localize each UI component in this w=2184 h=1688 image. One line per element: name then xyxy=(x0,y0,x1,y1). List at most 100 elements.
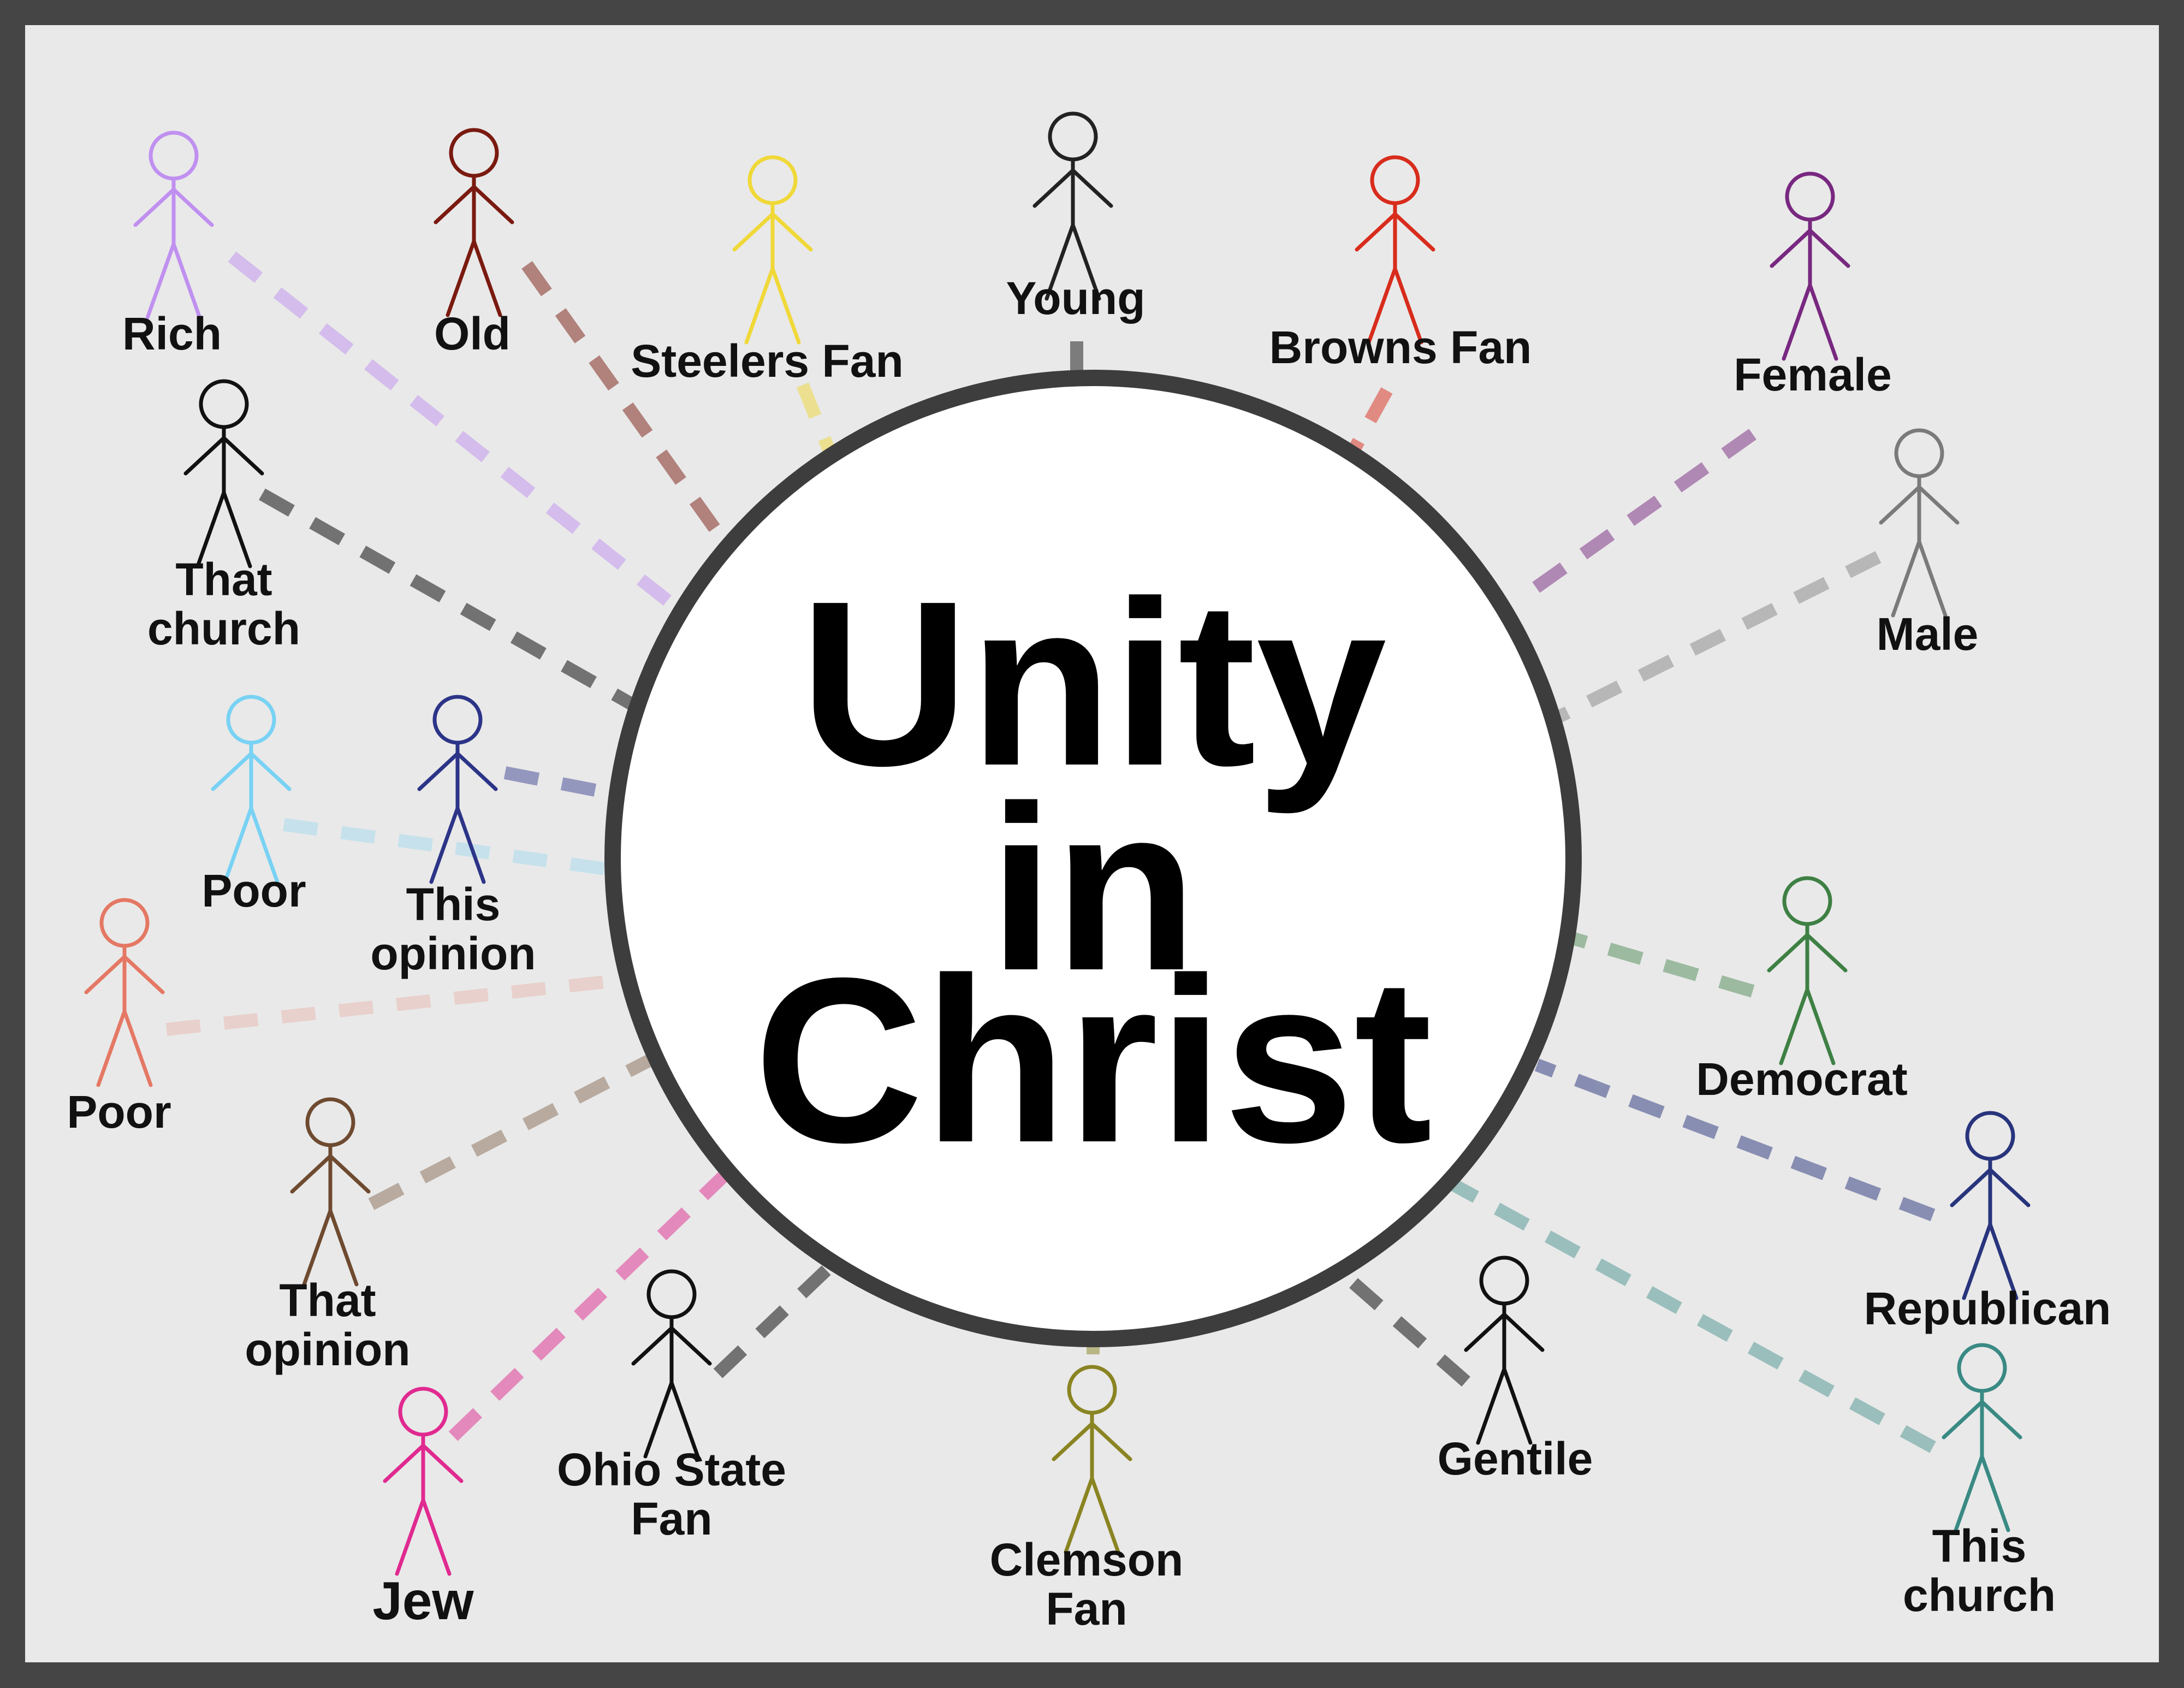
person-label-this-church: This xyxy=(1932,1520,2027,1572)
person-leg-right xyxy=(1980,1454,2010,1532)
person-this-church xyxy=(1942,1343,2022,1532)
person-leg-right xyxy=(1090,1476,1120,1554)
person-arm-right xyxy=(1980,1400,2022,1440)
person-label-that-opinion: That xyxy=(279,1275,376,1326)
person-arm-right xyxy=(328,1154,371,1194)
person-arm-left xyxy=(1052,1422,1094,1461)
person-leg-right xyxy=(770,266,801,345)
person-arm-left xyxy=(84,955,127,994)
person-clemson xyxy=(1052,1365,1132,1554)
person-label-browns: Browns Fan xyxy=(1269,322,1532,373)
person-arm-left xyxy=(211,751,253,791)
hub-line-in: in xyxy=(989,757,1197,1020)
person-young xyxy=(1032,111,1113,301)
person-label-female: Female xyxy=(1734,349,1892,400)
person-arm-right xyxy=(472,185,514,224)
person-that-opinion xyxy=(290,1097,371,1287)
person-browns xyxy=(1355,155,1435,345)
person-leg-left xyxy=(195,490,226,568)
person-arm-left xyxy=(417,751,460,791)
person-arm-right xyxy=(669,1326,712,1366)
person-label-steelers: Steelers Fan xyxy=(631,335,904,387)
person-label-republican: Republican xyxy=(1864,1283,2111,1334)
person-arm-right xyxy=(171,187,214,227)
person-leg-right xyxy=(1988,1222,2019,1300)
person-leg-right xyxy=(455,806,486,884)
person-label-democrat: Democrat xyxy=(1696,1053,1907,1105)
person-leg-right xyxy=(1393,266,1423,345)
connector-line xyxy=(1525,429,1756,598)
hub-line-christ: Christ xyxy=(754,929,1432,1192)
person-leg-right xyxy=(1502,1367,1533,1445)
person-male xyxy=(1879,428,1960,618)
connector-line xyxy=(165,968,673,1036)
person-label-that-church: That xyxy=(175,554,272,605)
person-arm-right xyxy=(222,436,264,476)
connector-line xyxy=(283,818,643,880)
person-label-this-opinion: opinion xyxy=(370,928,536,979)
connector-line xyxy=(259,488,689,741)
person-leg-left xyxy=(1954,1454,1984,1532)
person-leg-left xyxy=(643,1381,674,1459)
person-leg-left xyxy=(223,806,253,884)
person-arm-right xyxy=(1988,1168,2031,1207)
person-leg-left xyxy=(302,1209,333,1287)
person-arm-right xyxy=(455,751,498,791)
person-arm-left xyxy=(383,1443,425,1483)
person-leg-left xyxy=(96,1009,127,1087)
person-label-young: Young xyxy=(1006,273,1145,324)
unity-hub: Unity in Christ xyxy=(604,370,1582,1347)
person-label-that-church: church xyxy=(147,603,300,654)
person-arm-right xyxy=(1502,1312,1545,1352)
person-leg-left xyxy=(1782,283,1812,361)
person-arm-right xyxy=(1917,485,1960,525)
person-label-this-opinion: This xyxy=(406,879,501,930)
person-female xyxy=(1770,171,1850,361)
person-that-church xyxy=(183,379,264,568)
person-label-poor-top: Poor xyxy=(201,865,306,916)
person-poor-top xyxy=(211,695,292,884)
person-arm-right xyxy=(1071,168,1113,208)
person-steelers xyxy=(732,155,813,345)
person-arm-left xyxy=(434,185,476,224)
person-arm-left xyxy=(631,1326,674,1366)
person-leg-left xyxy=(1044,223,1075,301)
person-rich xyxy=(133,131,214,320)
person-leg-right xyxy=(222,490,252,568)
person-leg-left xyxy=(1962,1222,1992,1300)
person-label-this-church: church xyxy=(1903,1569,2056,1621)
person-arm-right xyxy=(1090,1422,1132,1461)
hub-circle xyxy=(604,370,1582,1347)
person-arm-right xyxy=(122,955,165,994)
hub-line-unity: Unity xyxy=(800,553,1388,816)
person-label-that-opinion: opinion xyxy=(245,1324,410,1375)
person-label-old: Old xyxy=(434,308,511,359)
person-leg-right xyxy=(328,1209,359,1287)
person-arm-left xyxy=(1879,485,1921,525)
person-republican xyxy=(1950,1111,2031,1300)
connector-line xyxy=(1411,1157,1936,1453)
connector-line xyxy=(1520,551,1882,741)
person-label-ohio: Fan xyxy=(631,1493,712,1544)
person-arm-right xyxy=(1393,212,1435,252)
person-leg-left xyxy=(1064,1476,1094,1554)
person-arm-right xyxy=(770,212,813,252)
person-label-poor-bottom: Poor xyxy=(67,1086,171,1138)
person-arm-right xyxy=(1805,933,1848,973)
person-label-rich: Rich xyxy=(122,308,222,359)
person-poor-bottom xyxy=(84,898,165,1087)
person-gentile xyxy=(1464,1255,1545,1445)
person-arm-left xyxy=(183,436,226,476)
person-label-clemson: Clemson xyxy=(990,1534,1184,1585)
person-leg-left xyxy=(145,242,176,320)
person-arm-left xyxy=(290,1154,333,1194)
person-arm-left xyxy=(1767,933,1809,973)
person-arm-left xyxy=(732,212,775,252)
person-leg-right xyxy=(1917,540,1948,618)
person-label-male: Male xyxy=(1877,608,1979,660)
person-old xyxy=(434,128,514,317)
person-arm-left xyxy=(1032,168,1075,208)
person-leg-right xyxy=(472,239,502,317)
